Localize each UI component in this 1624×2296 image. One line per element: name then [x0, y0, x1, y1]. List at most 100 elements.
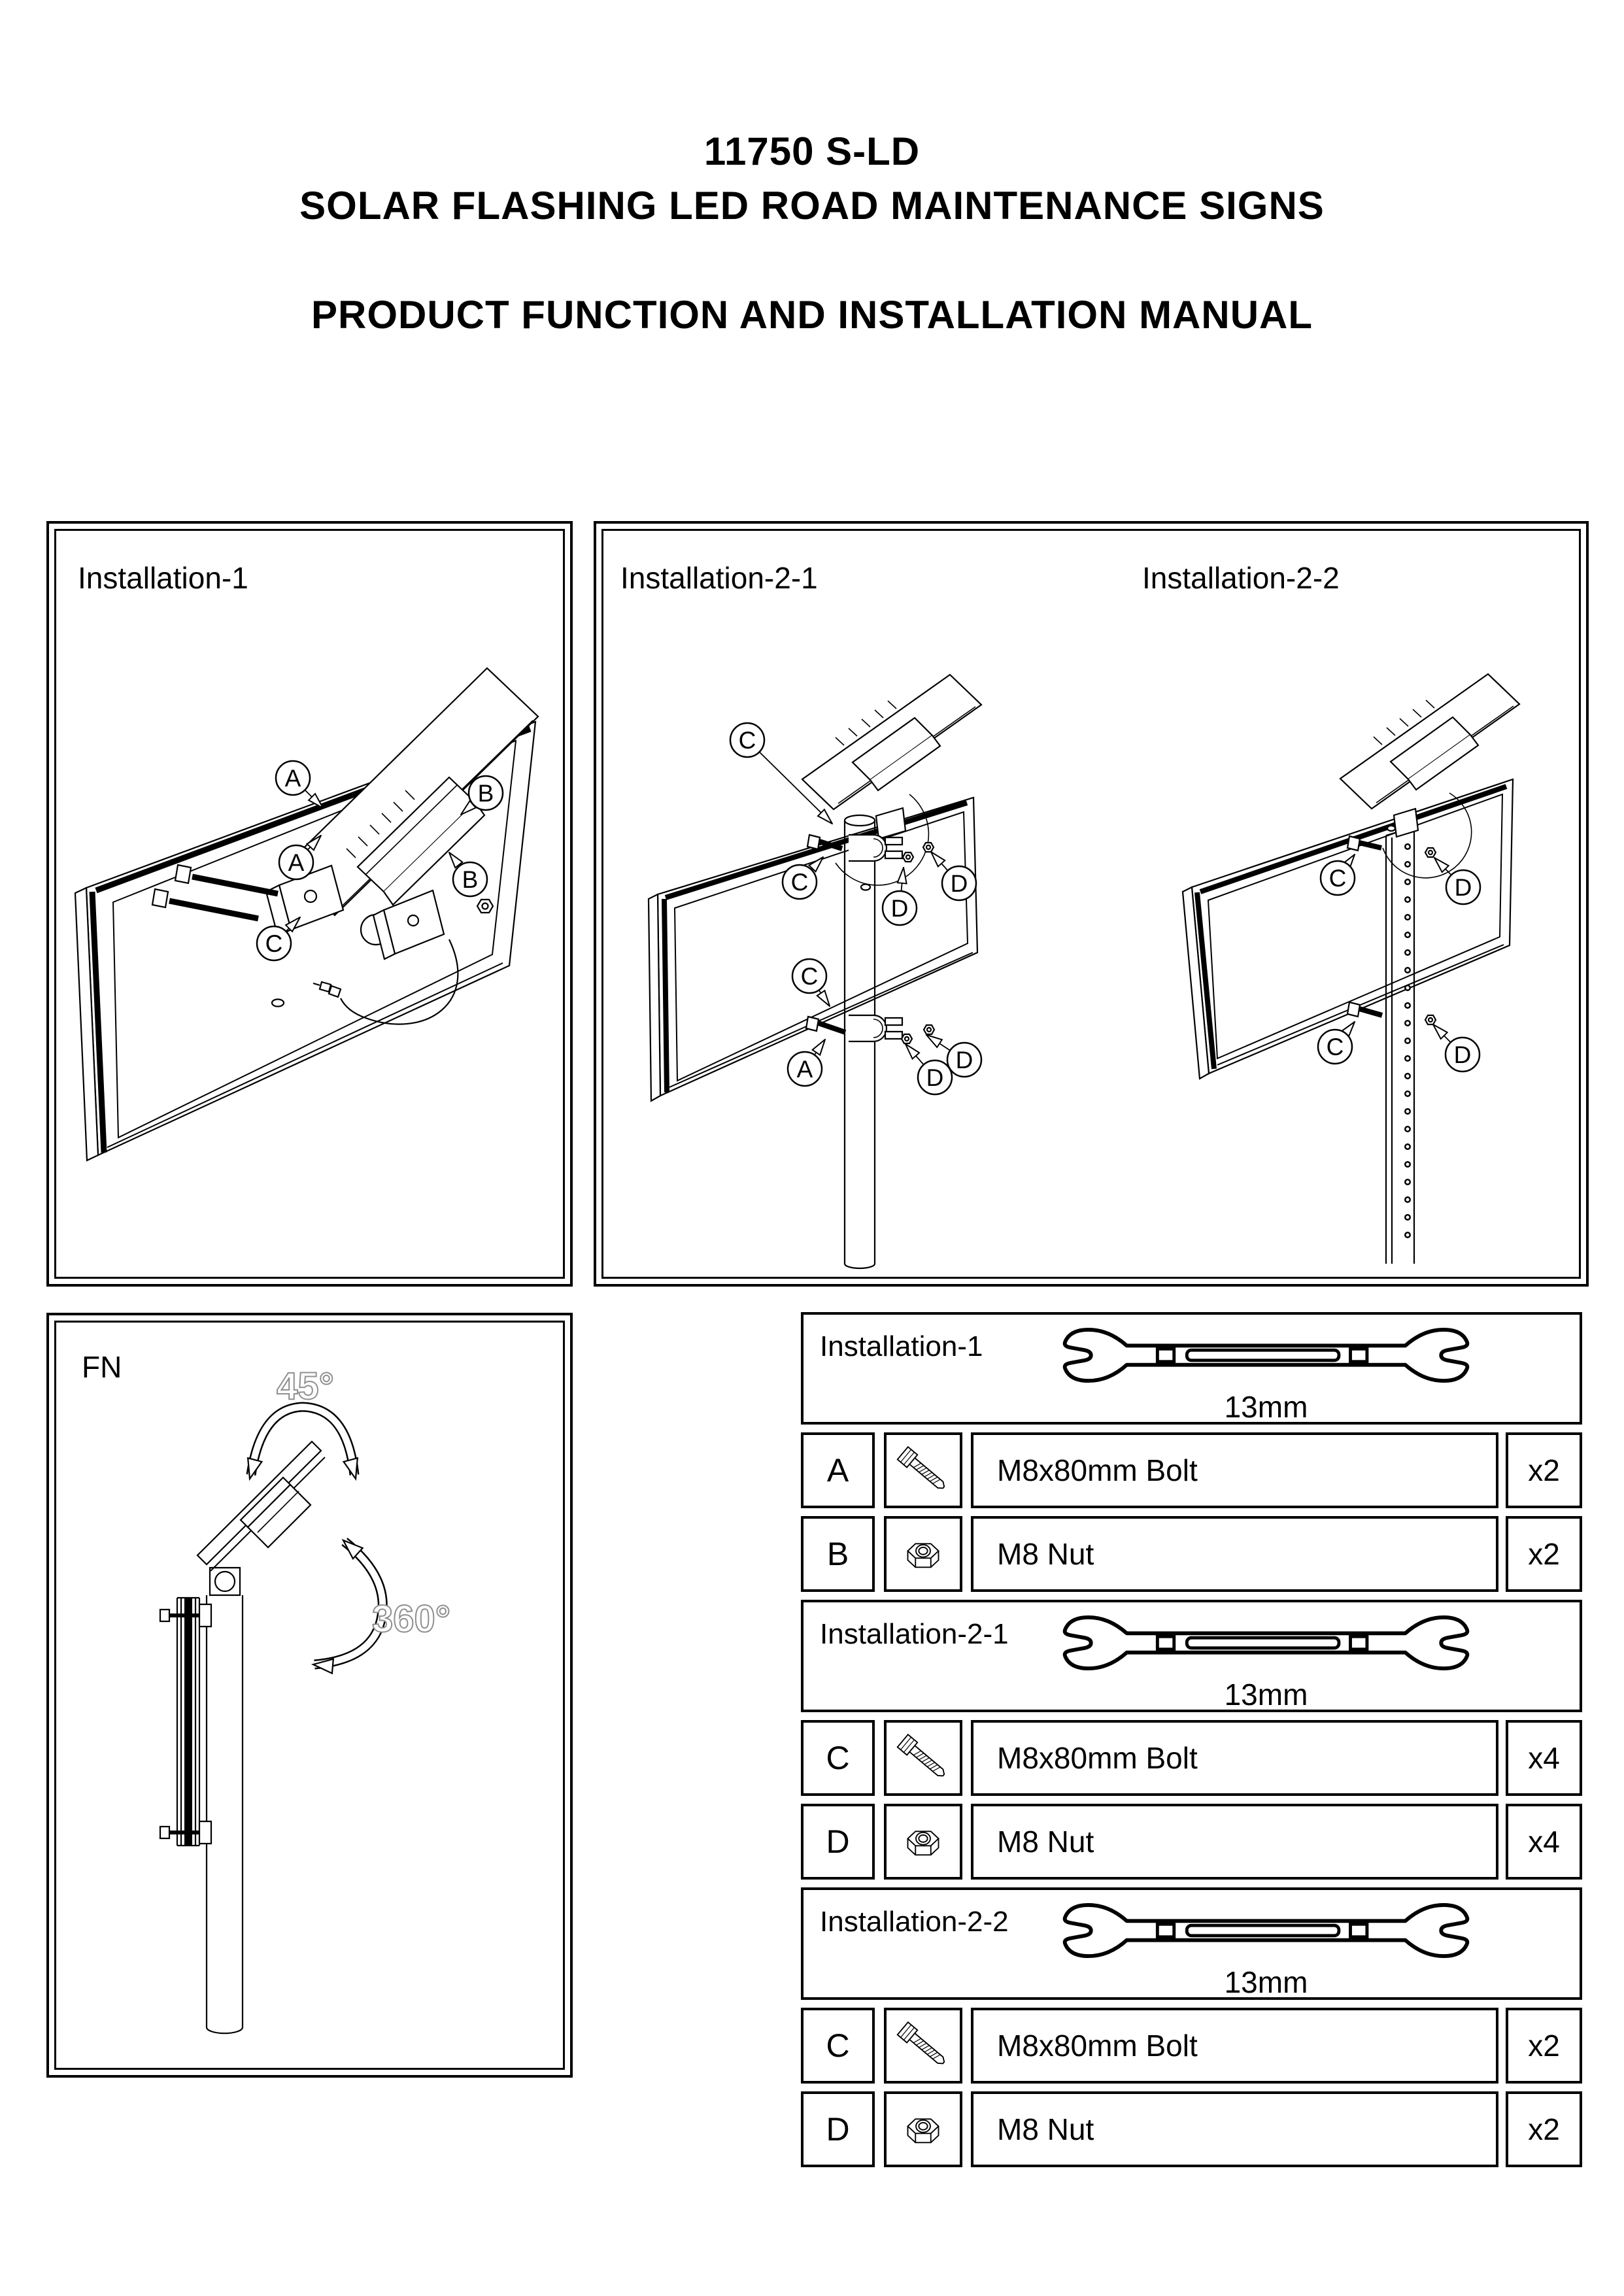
wrench-13mm-icon — [1055, 1899, 1477, 1962]
parts-row: A M8x80mm Bolt x2 — [801, 1432, 1582, 1508]
callout-a: A — [278, 844, 314, 881]
nut-icon — [892, 1811, 954, 1872]
part-quantity: x2 — [1506, 1432, 1582, 1508]
callout-c: C — [1319, 860, 1356, 896]
nut-icon — [892, 1523, 954, 1585]
fn-panel-inner-border — [54, 1321, 565, 2070]
wrench-size-label: 13mm — [1224, 1678, 1308, 1712]
svg-text:B: B — [462, 866, 479, 893]
installation-1-panel: Installation-1 — [46, 521, 573, 1287]
callout-c: C — [729, 722, 766, 758]
wrench-size-label: 13mm — [1224, 1965, 1308, 1999]
part-description: M8 Nut — [971, 1516, 1498, 1592]
svg-text:C: C — [801, 963, 819, 990]
part-quantity: x2 — [1506, 2008, 1582, 2084]
part-quantity: x2 — [1506, 1516, 1582, 1592]
page-title-product: SOLAR FLASHING LED ROAD MAINTENANCE SIGN… — [299, 184, 1325, 228]
page-title-manual: PRODUCT FUNCTION AND INSTALLATION MANUAL — [311, 293, 1313, 337]
callout-d: D — [946, 1041, 983, 1078]
svg-text:D: D — [1455, 874, 1472, 901]
parts-section-title: Installation-2-2 — [820, 1906, 1009, 1938]
installation-2-1-label: Installation-2-1 — [620, 561, 818, 595]
callout-c: C — [791, 958, 828, 994]
side-view-drawing — [159, 1440, 326, 2034]
callout-b: B — [452, 861, 488, 898]
part-key: C — [801, 2008, 875, 2084]
part-icon-cell — [884, 2008, 962, 2084]
callout-d: D — [1444, 1036, 1481, 1073]
parts-section-header-installation-2-1: Installation-2-1 13mm — [801, 1600, 1582, 1712]
part-description: M8x80mm Bolt — [971, 2008, 1498, 2084]
installation-1-label: Installation-1 — [78, 561, 248, 595]
svg-text:D: D — [926, 1064, 944, 1091]
part-quantity: x4 — [1506, 1720, 1582, 1796]
part-icon-cell — [884, 1804, 962, 1880]
svg-text:C: C — [1327, 1034, 1344, 1060]
installation-2-2-label: Installation-2-2 — [1142, 561, 1340, 595]
callout-c: C — [1317, 1028, 1353, 1065]
callout-b: B — [467, 775, 504, 811]
pole-mount-drawing — [647, 673, 983, 1270]
callout-a: A — [275, 760, 311, 796]
tilt-45-arrow — [246, 1402, 360, 1481]
svg-text:C: C — [265, 930, 283, 957]
part-icon-cell — [884, 2091, 962, 2167]
parts-section-title: Installation-1 — [820, 1330, 983, 1362]
part-description: M8x80mm Bolt — [971, 1720, 1498, 1796]
svg-text:D: D — [956, 1047, 973, 1073]
callouts: C D C D — [1317, 860, 1481, 1073]
installation-1-diagram: A A B B C — [74, 667, 539, 1162]
svg-text:C: C — [739, 727, 756, 754]
installation-1-panel-inner-border — [54, 529, 565, 1279]
installation-2-diagram: C C C A D D D D — [647, 673, 1521, 1270]
svg-text:C: C — [791, 869, 809, 896]
rotate-360-arrow — [311, 1538, 388, 1675]
svg-text:B: B — [478, 780, 494, 807]
part-description: M8 Nut — [971, 1804, 1498, 1880]
bolt-icon — [892, 2015, 954, 2076]
part-key: D — [801, 1804, 875, 1880]
bolt-icon — [892, 1727, 954, 1789]
svg-text:D: D — [1454, 1041, 1472, 1068]
parts-row: C M8x80mm Bolt x2 — [801, 2008, 1582, 2084]
parts-section-header-installation-2-2: Installation-2-2 13mm — [801, 1887, 1582, 2000]
wrench-13mm-icon — [1055, 1324, 1477, 1387]
svg-text:C: C — [1329, 865, 1347, 892]
parts-table: Installation-1 13mm A M8x80mm Bolt x2 B … — [801, 1312, 1582, 2175]
rotation-angle-label: 360° — [372, 1598, 450, 1640]
part-quantity: x4 — [1506, 1804, 1582, 1880]
channel-post-mount-drawing — [1181, 673, 1521, 1264]
svg-text:D: D — [891, 895, 909, 922]
part-icon-cell — [884, 1432, 962, 1508]
callout-c: C — [781, 864, 818, 900]
parts-row: B M8 Nut x2 — [801, 1516, 1582, 1592]
callout-d: D — [1445, 869, 1481, 905]
part-quantity: x2 — [1506, 2091, 1582, 2167]
callout-d: D — [881, 890, 918, 926]
parts-section-title: Installation-2-1 — [820, 1618, 1009, 1650]
callout-d: D — [917, 1059, 953, 1096]
wrench-size-label: 13mm — [1224, 1390, 1308, 1424]
svg-text:A: A — [797, 1056, 813, 1083]
part-key: D — [801, 2091, 875, 2167]
installation-2-panel: Installation-2-1 Installation-2-2 — [594, 521, 1589, 1287]
part-icon-cell — [884, 1720, 962, 1796]
page-title-model: 11750 S-LD — [703, 129, 921, 173]
part-icon-cell — [884, 1516, 962, 1592]
wrench-13mm-icon — [1055, 1612, 1477, 1674]
part-key: C — [801, 1720, 875, 1796]
parts-row: C M8x80mm Bolt x4 — [801, 1720, 1582, 1796]
part-key: B — [801, 1516, 875, 1592]
nut-icon — [892, 2099, 954, 2160]
callout-a: A — [787, 1051, 823, 1087]
part-key: A — [801, 1432, 875, 1508]
fn-label: FN — [82, 1350, 122, 1384]
svg-text:D: D — [951, 870, 968, 897]
parts-row: D M8 Nut x2 — [801, 2091, 1582, 2167]
fn-panel: FN — [46, 1313, 573, 2078]
part-description: M8 Nut — [971, 2091, 1498, 2167]
callout-d: D — [941, 865, 977, 902]
svg-text:A: A — [288, 849, 305, 876]
bolt-icon — [892, 1440, 954, 1501]
